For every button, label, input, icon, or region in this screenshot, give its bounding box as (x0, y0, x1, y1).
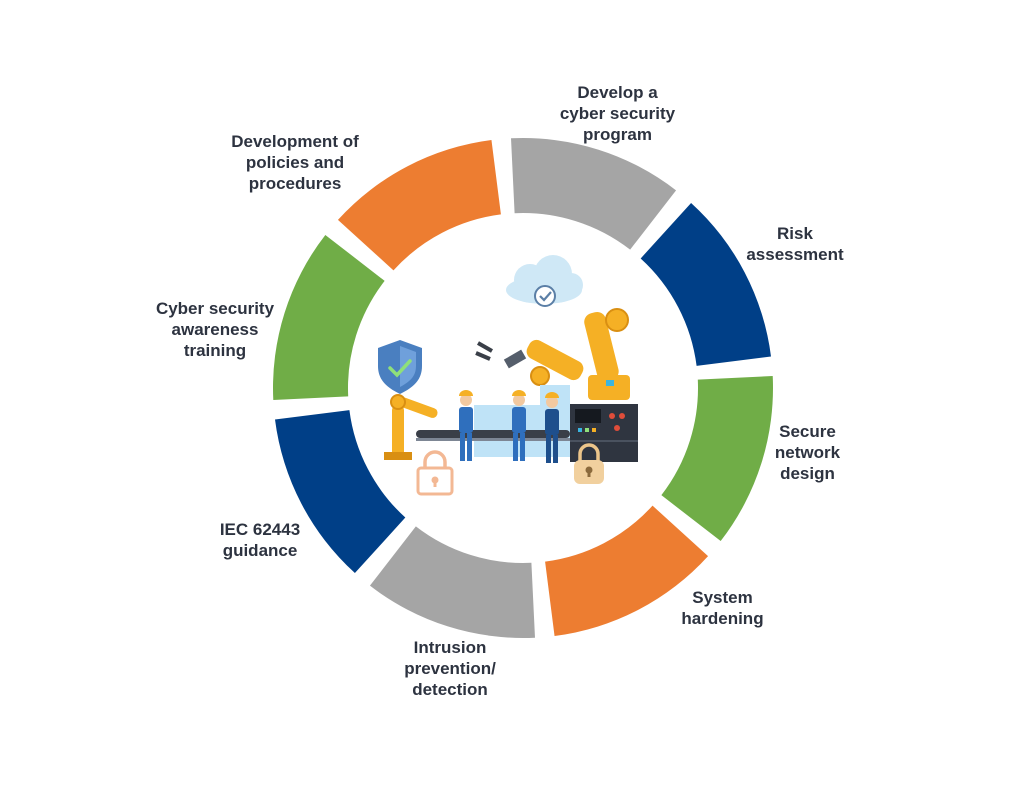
robot-arm-icon (475, 308, 630, 400)
label-develop-program: Develop a cyber security program (559, 83, 676, 144)
segment-system-hardening (545, 505, 709, 637)
segment-iec-62443 (274, 410, 406, 574)
label-system-hardening: System hardening (681, 588, 764, 628)
label-awareness-training: Cyber security awareness training (155, 299, 275, 360)
segment-awareness-training (273, 234, 385, 400)
cloud-check-icon (506, 255, 583, 307)
small-robot-arm-icon (384, 394, 438, 460)
label-intrusion-prevention: Intrusion prevention/ detection (404, 638, 496, 699)
label-policies-procedures: Development of policies and procedures (231, 132, 359, 193)
segment-policies-procedures (337, 139, 501, 271)
label-iec-62443: IEC 62443 guidance (219, 520, 301, 560)
shield-check-icon (378, 340, 422, 394)
segment-secure-network-design (661, 376, 773, 542)
segment-intrusion-prevention (369, 526, 535, 638)
worker-icon (459, 390, 559, 463)
padlock-icon (416, 443, 604, 496)
label-secure-network-design: Secure network design (774, 422, 841, 483)
label-risk-assessment: Risk assessment (746, 224, 844, 264)
segment-develop-program (511, 138, 677, 250)
segment-risk-assessment (640, 202, 772, 366)
